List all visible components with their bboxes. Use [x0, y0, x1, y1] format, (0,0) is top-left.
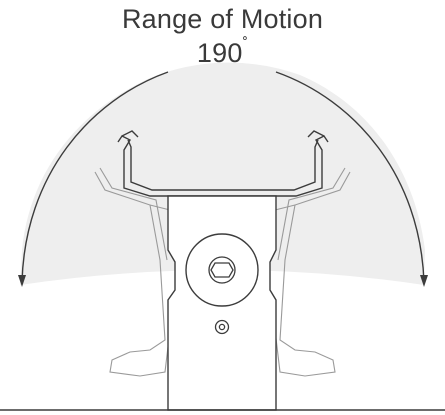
diagram-title: Range of Motion	[121, 4, 324, 34]
motion-sweep-area	[20, 62, 425, 286]
bracket-ghost-right	[274, 167, 351, 377]
screw-icon	[214, 319, 230, 335]
bracket-ghost-left	[94, 167, 171, 377]
hinge-knuckle	[185, 233, 259, 307]
motion-arc-right	[275, 71, 428, 287]
hex-bolt-icon	[208, 256, 236, 284]
mount-post	[167, 195, 277, 411]
angle-unit: ˚	[242, 36, 249, 53]
motion-arc-left	[18, 71, 169, 287]
